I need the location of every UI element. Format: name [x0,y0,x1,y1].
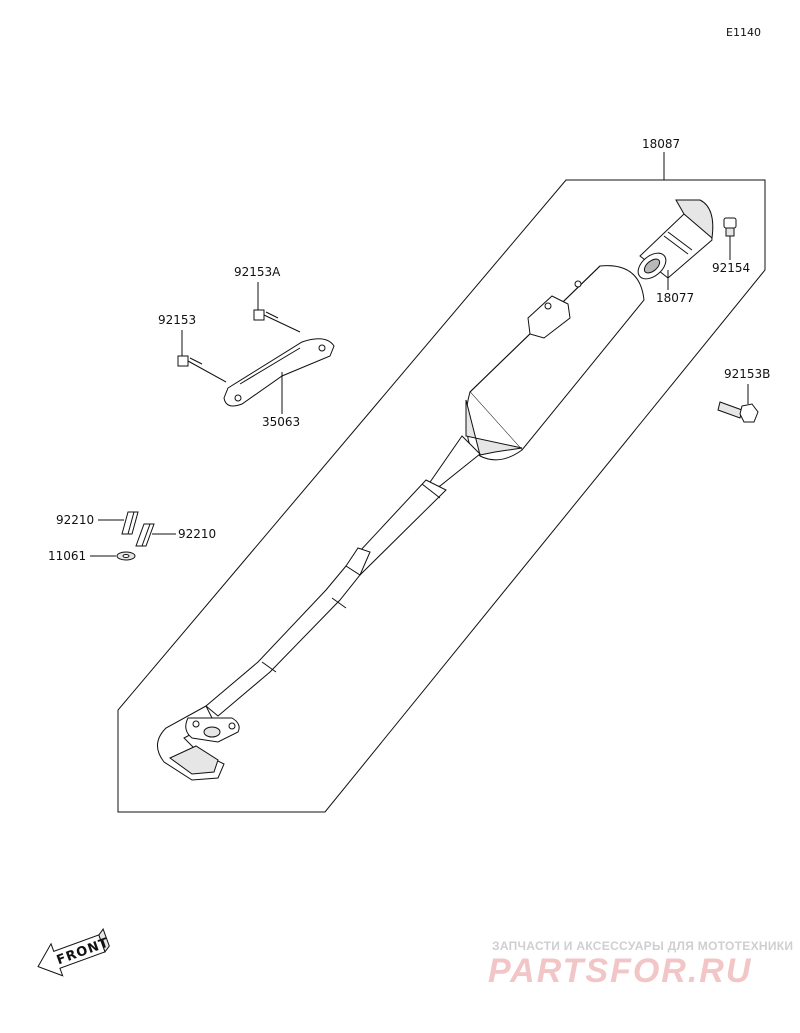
assembly-frame [117,179,766,813]
gasket [116,551,136,561]
muffler-silencer [465,265,645,461]
label-92153b: 92153B [724,367,770,381]
label-35063: 35063 [262,415,300,429]
spring-left [121,511,139,535]
label-18087: 18087 [642,137,680,151]
cap-bolt [723,217,737,237]
label-92210-right: 92210 [178,527,216,541]
watermark-logo: PARTSFOR.RU [488,952,752,990]
spring-right [135,523,155,547]
label-92153a: 92153A [234,265,281,279]
bracket [223,338,335,407]
bracket-bolt-a [253,309,301,333]
exhaust-pipe [157,435,481,781]
diagram-code: E1140 [726,26,761,39]
watermark-tagline: ЗАПЧАСТИ И АКСЕССУАРЫ ДЛЯ МОТОТЕХНИКИ [492,939,793,953]
bracket-bolt [177,355,227,383]
muffler-bolt-b [717,401,759,423]
label-92153: 92153 [158,313,196,327]
label-92154: 92154 [712,261,750,275]
front-arrow-icon: FRONT [37,928,111,977]
label-11061: 11061 [48,549,86,563]
label-18077: 18077 [656,291,694,305]
label-92210-left: 92210 [56,513,94,527]
end-cap [637,199,714,280]
